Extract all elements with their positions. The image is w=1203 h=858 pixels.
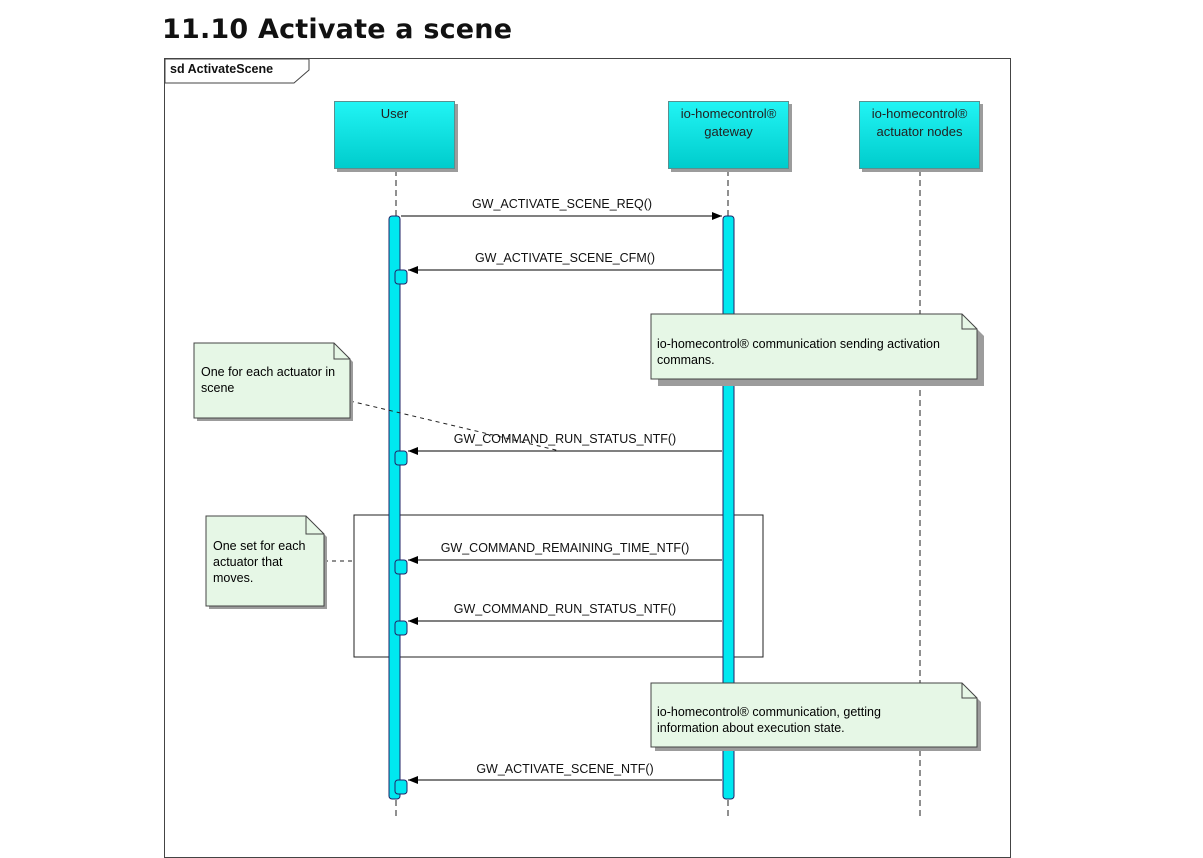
note-shape-1: [650, 313, 984, 386]
message-label-6: GW_ACTIVATE_SCENE_NTF(): [476, 762, 654, 776]
activation-bar-user: [388, 215, 401, 800]
lifeline-head-user: User: [334, 101, 455, 169]
activation-marker-5: [394, 779, 408, 795]
message-label-3: GW_COMMAND_RUN_STATUS_NTF(): [453, 432, 677, 446]
message-label-4: GW_COMMAND_REMAINING_TIME_NTF(): [440, 541, 690, 555]
lifeline-head-actuators-label-2: actuator nodes: [876, 124, 963, 139]
lifeline-head-gateway-label-2: gateway: [704, 124, 753, 139]
lifeline-head-user-label: User: [380, 106, 409, 121]
note-text-2-line-1: One for each actuator in: [201, 365, 336, 379]
note-text-3-line-1: One set for each: [213, 539, 306, 553]
frame-label: sd ActivateScene: [170, 62, 274, 76]
activation-marker-2: [394, 450, 408, 466]
lifeline-head-actuators: io-homecontrol® actuator nodes: [859, 101, 980, 169]
lifeline-head-gateway-label-1: io-homecontrol®: [680, 106, 777, 121]
note-connector-1: [349, 400, 561, 452]
note-text-1-line-2: commans.: [657, 353, 715, 367]
note-text-2: One for each actuator in scene: [201, 364, 335, 396]
frame-tab: [164, 58, 310, 84]
combined-fragment: [353, 514, 764, 658]
message-label-5: GW_COMMAND_RUN_STATUS_NTF(): [453, 602, 677, 616]
note-text-3-line-2: actuator that: [213, 555, 283, 569]
page-title: 11.10 Activate a scene: [162, 14, 513, 45]
note-text-4-line-2: information about execution state.: [657, 721, 845, 735]
note-shape-3: [205, 515, 327, 609]
lifeline-head-actuators-label-1: io-homecontrol®: [871, 106, 968, 121]
note-text-1-line-1: io-homecontrol® communication sending ac…: [657, 337, 940, 351]
lifeline-head-gateway: io-homecontrol® gateway: [668, 101, 789, 169]
note-text-3-line-3: moves.: [213, 571, 254, 585]
message-label-2: GW_ACTIVATE_SCENE_CFM(): [474, 251, 656, 265]
activation-marker-3: [394, 559, 408, 575]
note-text-1: io-homecontrol® communication sending ac…: [657, 336, 940, 368]
note-text-4-line-1: io-homecontrol® communication, getting: [657, 705, 881, 719]
activation-marker-4: [394, 620, 408, 636]
note-shape-2: [193, 342, 353, 421]
note-text-2-line-2: scene: [201, 381, 235, 395]
note-text-3: One set for each actuator that moves.: [213, 538, 305, 586]
activation-marker-1: [394, 269, 408, 285]
message-label-1: GW_ACTIVATE_SCENE_REQ(): [471, 197, 653, 211]
note-shape-4: [650, 682, 981, 751]
note-text-4: io-homecontrol® communication, getting i…: [657, 704, 881, 736]
